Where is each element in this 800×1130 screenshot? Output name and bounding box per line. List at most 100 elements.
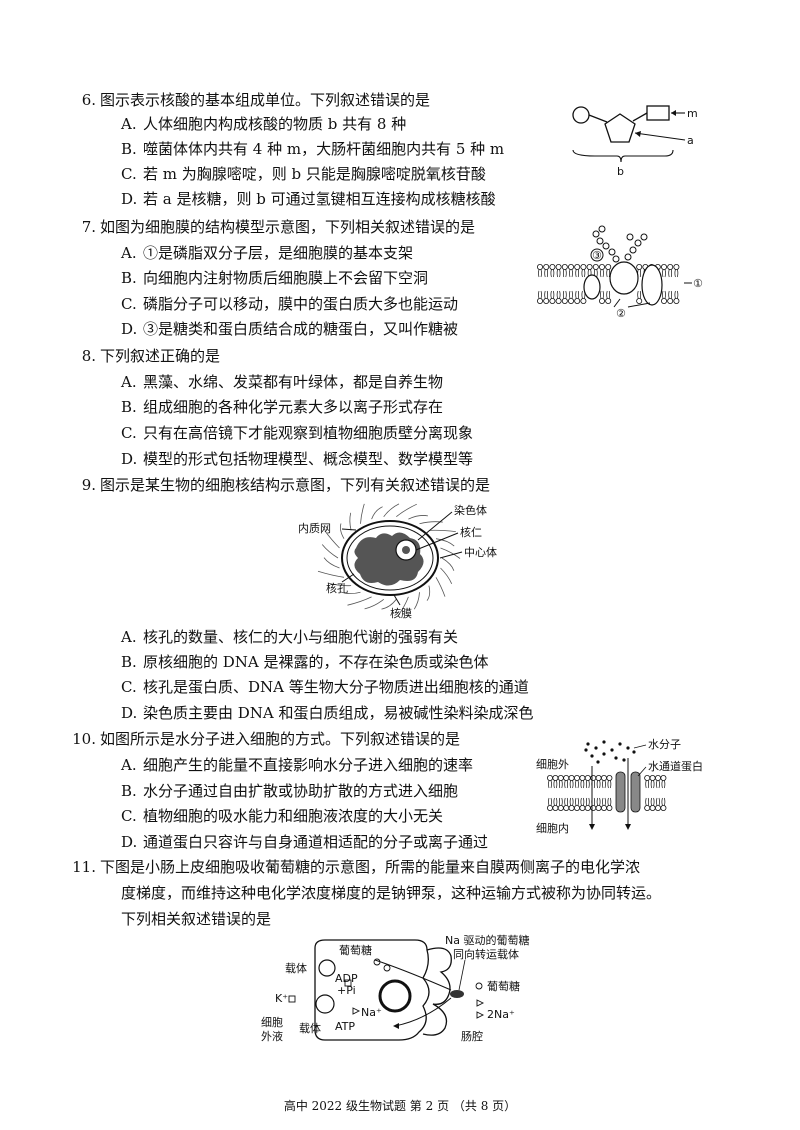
phospholipid-tail [562,290,567,299]
er-line [317,570,345,578]
phospholipid-head [590,805,597,812]
label-atp: ATP [335,1020,355,1033]
label-outside: 细胞外 [536,758,569,771]
option-label: A. [121,115,137,133]
label-glucose-right: 葡萄糖 [487,979,520,993]
water-transport-diagram: 水分子 细胞外 水通道蛋白 细胞内 [536,738,703,835]
phospholipid-tail [575,290,580,299]
er-line [413,592,420,610]
phospholipid-tail [562,269,567,278]
pentose-pentagon [604,113,636,143]
b-brace [572,149,674,163]
question-text: 图示是某生物的细胞核结构示意图，下列有关叙述错误的是 [100,476,491,494]
er-line [440,567,453,584]
phospholipid-head [549,298,556,305]
sodium-ion [476,1011,485,1019]
phospholipid-tail [674,269,679,278]
phospholipid-head [552,805,559,812]
option-8b: B.组成细胞的各种化学元素大多以离子形式存在 [121,396,443,418]
er-line [383,503,400,517]
option-label: B. [121,782,137,800]
option-8c: C.只有在高倍镜下才能观察到植物细胞质壁分离现象 [121,422,473,444]
nucleus-diagram: 内质网 染色体 核仁 中心体 核孔 核膜 [298,503,497,620]
option-9a: A.核孔的数量、核仁的大小与细胞代谢的强弱有关 [121,626,458,648]
label-centrosome: 中心体 [464,545,497,559]
option-label: D. [121,320,138,338]
phospholipid-tail [645,797,650,806]
label-3-circle [590,248,604,262]
er-line [435,577,446,597]
question-9-stem: 9.图示是某生物的细胞核结构示意图，下列有关叙述错误的是 [70,474,490,496]
water-molecule [618,742,622,746]
phosphate-bond [588,114,608,123]
option-6d: D.若 a 是核糖，则 b 可通过氢键相互连接构成核糖核酸 [121,188,496,210]
question-text: 图示表示核酸的基本组成单位。下列叙述错误的是 [100,91,431,109]
phospholipid-tail [556,290,561,299]
option-label: C. [121,295,137,313]
er-line [347,596,372,606]
label-1: ① [693,277,703,290]
na-k-pump [315,994,335,1014]
phospholipid-head [584,775,591,782]
option-text: 磷脂分子可以移动，膜中的蛋白质大多也能运动 [143,295,459,313]
phospholipid-tail [556,269,561,278]
option-text: 只有在高倍镜下才能观察到植物细胞质壁分离现象 [143,424,474,442]
option-9d: D.染色质主要由 DNA 和蛋白质组成，易被碱性染料染成深色 [121,702,534,724]
question-number: 7. [81,218,96,236]
er-line [428,529,456,532]
phospholipid-tail [580,797,585,806]
option-7a: A.①是磷脂双分子层，是细胞膜的基本支架 [121,242,413,264]
question-text: 下图是小肠上皮细胞吸收葡萄糖的示意图，所需的能量来自膜两侧离子的电化学浓 [100,858,641,876]
phospholipid-tail [575,269,580,278]
phospholipid-tail [569,780,574,789]
phospholipid-head [599,298,606,305]
question-7-stem: 7.如图为细胞膜的结构模型示意图，下列相关叙述错误的是 [70,216,475,238]
phospholipid-tail [553,780,558,789]
phospholipid-head [574,805,581,812]
phospholipid-tail [544,290,549,299]
label-chromosome: 染色体 [454,503,487,517]
option-text: ③是糖类和蛋白质结合成的糖蛋白，又叫作糖被 [143,320,459,338]
option-9b: B.原核细胞的 DNA 是裸露的，不存在染色质或染色体 [121,651,489,673]
phospholipid-head [601,775,608,782]
phospholipid-head [543,298,550,305]
nucleolus-core [402,546,410,554]
phospholipid-head [606,775,613,782]
phospholipid-head [549,264,556,271]
phospholipid-tail [564,797,569,806]
option-label: D. [121,704,138,722]
question-text: 下列叙述正确的是 [100,347,221,365]
label-inside: 细胞内 [536,821,569,835]
endoplasmic-reticulum-lines [317,503,461,616]
er-pointer [341,528,357,531]
phospholipid-head [580,298,587,305]
a-arrowhead [635,131,641,137]
question-11-stem-line-3: 下列相关叙述错误的是 [121,908,271,930]
er-line [397,596,409,616]
phospholipid-tail [606,269,611,278]
cell-membrane-diagram: ③ ① ② [537,225,703,320]
membrane-protein [583,274,601,300]
glucose-absorption-diagram: Na 驱动的葡萄糖 同向转运载体 葡萄糖 葡萄糖 载体 ADP +Pi K⁺ N… [261,934,529,1043]
phospholipid-tail [656,797,660,806]
option-10d: D.通道蛋白只容许与自身通道相适配的分子或离子通过 [121,831,488,853]
phospholipid-tail [575,797,579,806]
water-molecule [594,746,598,750]
water-molecule [614,756,618,760]
glucose-molecule [383,964,391,972]
water-molecule [586,742,590,746]
symporter-pointer [458,959,466,991]
phospholipid-tail [602,780,606,789]
label-m: m [687,107,698,120]
phospholipid-tail [580,780,585,789]
label-symporter: 同向转运载体 [453,947,519,961]
phospholipid-tail [674,290,679,299]
water-molecules [584,740,636,764]
water-molecule [596,760,600,764]
phospholipid-tail [607,780,612,789]
phospholipid-head [660,264,667,271]
phospholipid-tail [637,290,642,299]
aquaporin-left [615,771,626,813]
option-label: C. [121,678,137,696]
na-glucose-symporter [450,990,464,998]
